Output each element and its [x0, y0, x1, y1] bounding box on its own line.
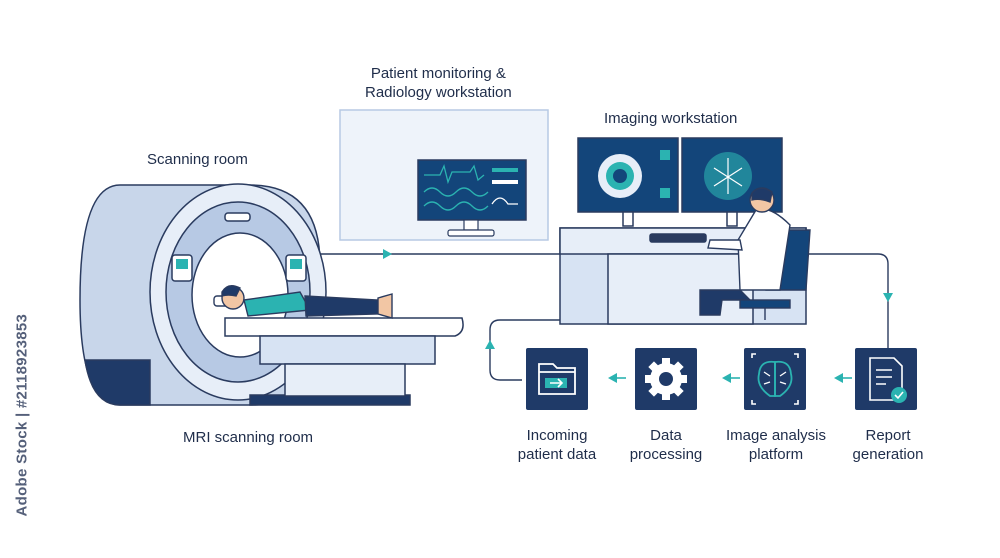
label-imaging-workstation: Imaging workstation — [604, 110, 738, 127]
stock-credit: Adobe Stock | #2118923853 — [13, 313, 31, 517]
arrow-head — [485, 340, 495, 349]
flow-connectors — [320, 253, 889, 381]
arrow-head — [883, 293, 893, 302]
label-report-generation: Report generation — [852, 427, 924, 463]
label-data-processing: Data processing — [629, 427, 703, 463]
arrow-head — [383, 249, 392, 259]
imaging-workstation — [559, 137, 807, 325]
technician — [699, 187, 811, 320]
brain-scan-icon — [744, 348, 806, 410]
folder-arrow-icon — [526, 348, 588, 410]
label-mri-scanning-room: MRI scanning room — [183, 429, 314, 446]
label-image-analysis: Image analysis platform — [725, 427, 827, 463]
label-incoming-patient-data: Incoming patient data — [517, 427, 597, 463]
patient-table — [224, 317, 464, 397]
patient — [213, 285, 393, 319]
label-patient-monitoring: Patient monitoring & Radiology workstati… — [365, 65, 512, 101]
label-scanning-room: Scanning room — [147, 151, 248, 168]
gear-icon — [635, 348, 697, 410]
report-check-icon — [855, 348, 917, 410]
monitoring-window — [339, 109, 549, 241]
